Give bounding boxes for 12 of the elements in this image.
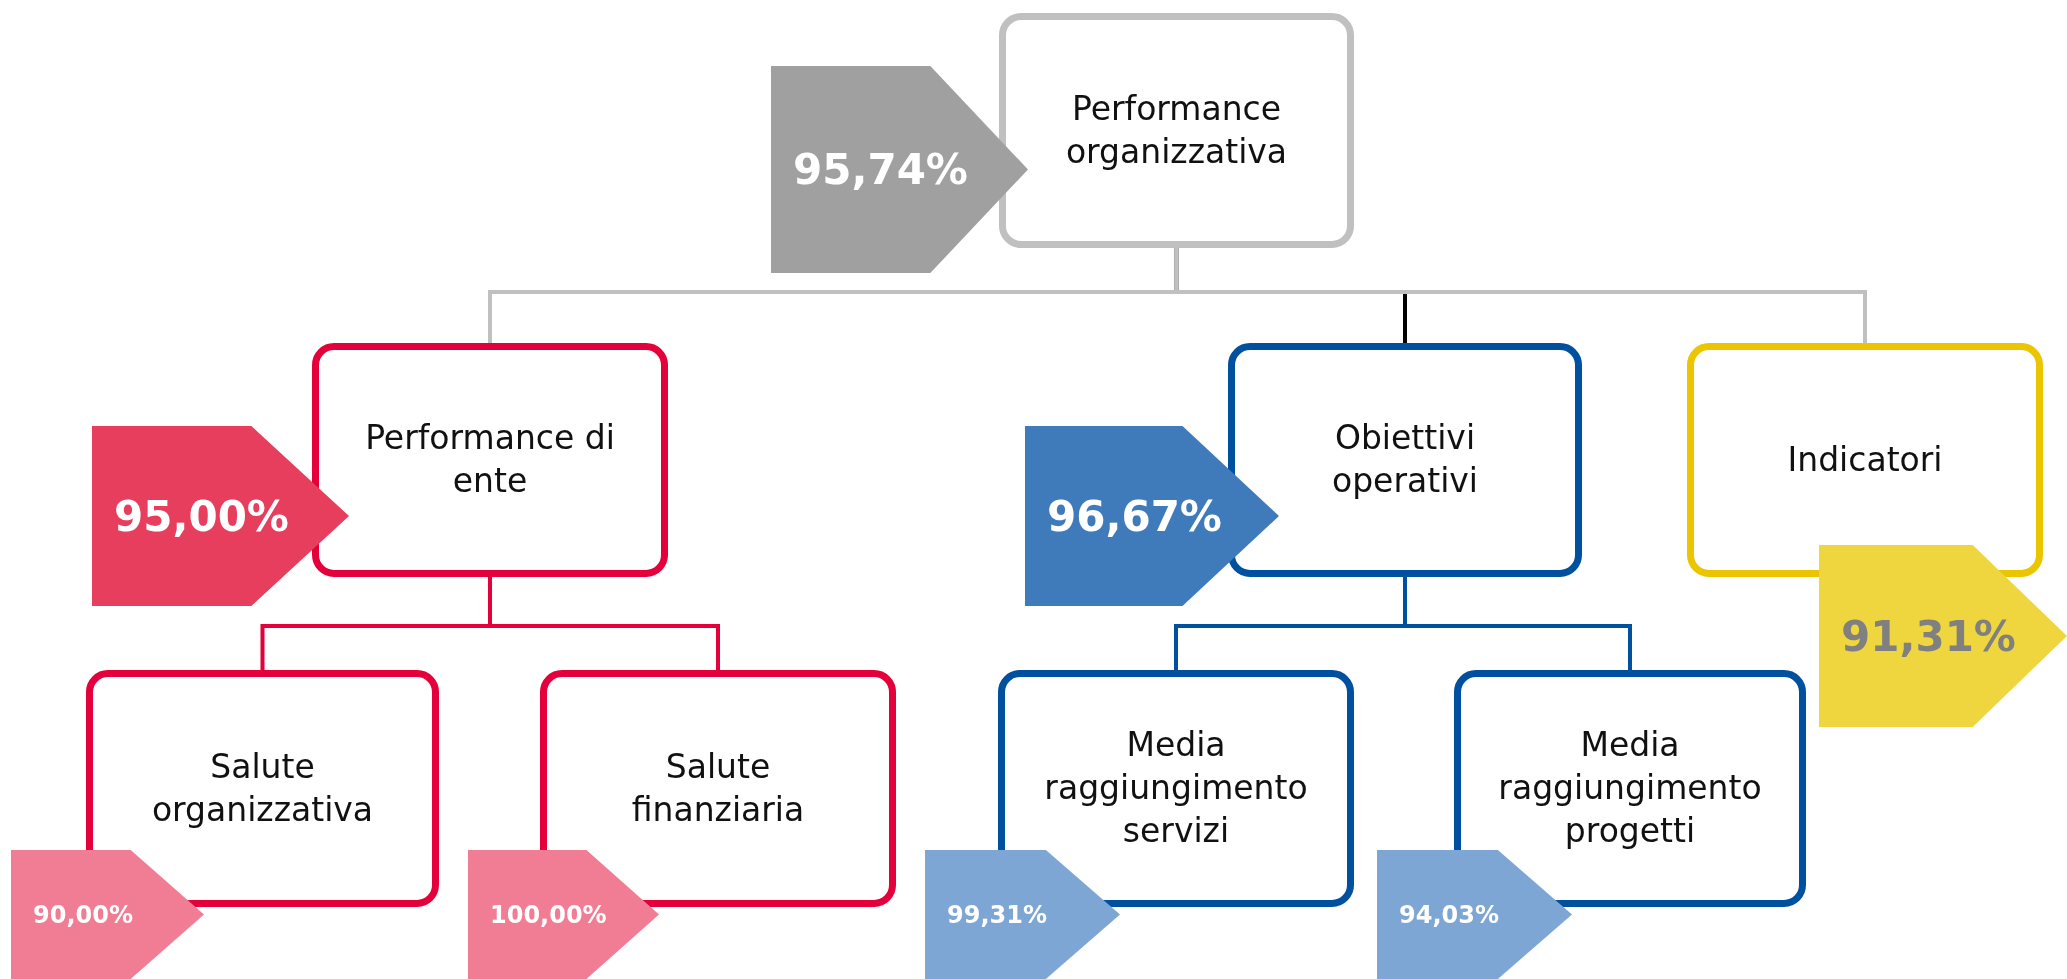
- node-box: Performance organizzativa: [999, 13, 1354, 248]
- node-box: Indicatori: [1687, 343, 2043, 577]
- percentage-arrow-badge: 95,74%: [771, 66, 1028, 273]
- percentage-arrow-badge: 90,00%: [11, 850, 204, 979]
- node-box: Performance di ente: [312, 343, 668, 577]
- percentage-arrow-badge: 91,31%: [1819, 545, 2067, 727]
- connector-line: [1174, 248, 1867, 343]
- node-box: Obiettivi operativi: [1228, 343, 1582, 577]
- percentage-arrow-badge: 95,00%: [92, 426, 349, 606]
- percentage-arrow-badge: 100,00%: [468, 850, 659, 979]
- percentage-arrow-badge: 94,03%: [1377, 850, 1572, 979]
- percentage-arrow-badge: 99,31%: [925, 850, 1120, 979]
